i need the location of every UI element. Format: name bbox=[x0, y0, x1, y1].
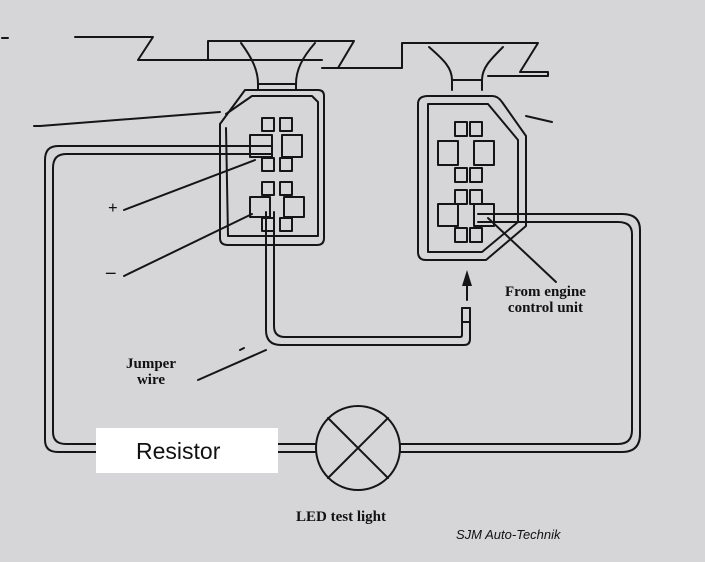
terminal bbox=[279, 217, 293, 232]
test-light-loop-inner bbox=[52, 153, 317, 445]
terminal bbox=[454, 121, 468, 137]
terminal bbox=[261, 181, 275, 196]
led-test-light-label: LED test light bbox=[296, 509, 386, 525]
terminal bbox=[249, 196, 271, 218]
stray-tick bbox=[239, 347, 245, 351]
terminal bbox=[469, 167, 483, 183]
jumper-wire-label-line1: Jumper bbox=[126, 356, 176, 372]
plus-label: + bbox=[108, 198, 118, 217]
resistor-label: Resistor bbox=[136, 438, 221, 464]
test-light-loop-outer bbox=[44, 145, 317, 453]
ecu-label: From engine control unit bbox=[505, 284, 586, 316]
ecu-leader bbox=[487, 217, 557, 283]
terminal bbox=[454, 167, 468, 183]
terminal bbox=[281, 134, 303, 158]
left-connector-body bbox=[219, 89, 325, 246]
terminal bbox=[261, 217, 275, 232]
terminal bbox=[261, 157, 275, 172]
terminal bbox=[279, 181, 293, 196]
probe-arrow-head bbox=[462, 270, 472, 286]
terminal bbox=[469, 121, 483, 137]
jumper-wire-label-line2: wire bbox=[136, 372, 166, 388]
terminal bbox=[469, 189, 483, 205]
right-connector-inner bbox=[427, 103, 519, 253]
test-light-loop-outer bbox=[399, 213, 641, 453]
jumper-wire-label: Jumper wire bbox=[126, 356, 176, 388]
terminal bbox=[279, 117, 293, 132]
test-light-loop-inner bbox=[399, 221, 633, 445]
right-connector-neck bbox=[481, 46, 504, 91]
left-connector-inner bbox=[225, 95, 319, 237]
terminal bbox=[454, 227, 468, 243]
terminal bbox=[261, 117, 275, 132]
housing-wire bbox=[525, 115, 553, 123]
led-test-light-symbol bbox=[315, 405, 401, 491]
left-connector-neck bbox=[295, 42, 316, 91]
led-test-light-symbol bbox=[327, 417, 389, 479]
terminal bbox=[437, 140, 459, 166]
terminal bbox=[473, 140, 495, 166]
terminal bbox=[283, 196, 305, 218]
jumper-wire-outer bbox=[265, 211, 471, 346]
terminal bbox=[437, 203, 459, 227]
jumper-probe bbox=[461, 307, 471, 323]
resistor-box: Resistor bbox=[96, 428, 278, 473]
left-connector-neck bbox=[240, 42, 259, 91]
terminal bbox=[469, 227, 483, 243]
terminal bbox=[454, 189, 468, 205]
terminal bbox=[279, 157, 293, 172]
ecu-label-line2: control unit bbox=[507, 300, 584, 316]
right-connector-body bbox=[417, 95, 527, 261]
ecu-label-line1: From engine bbox=[505, 284, 586, 300]
housing-wire bbox=[39, 111, 221, 127]
minus-leader bbox=[123, 213, 253, 277]
right-connector-neck bbox=[428, 46, 453, 91]
jumper-leader bbox=[197, 349, 267, 381]
jumper-wire-inner bbox=[273, 211, 463, 338]
plus-leader bbox=[123, 159, 256, 211]
credit-text: SJM Auto-Technik bbox=[456, 527, 561, 542]
minus-label: – bbox=[106, 262, 116, 283]
housing-edge bbox=[74, 36, 549, 77]
